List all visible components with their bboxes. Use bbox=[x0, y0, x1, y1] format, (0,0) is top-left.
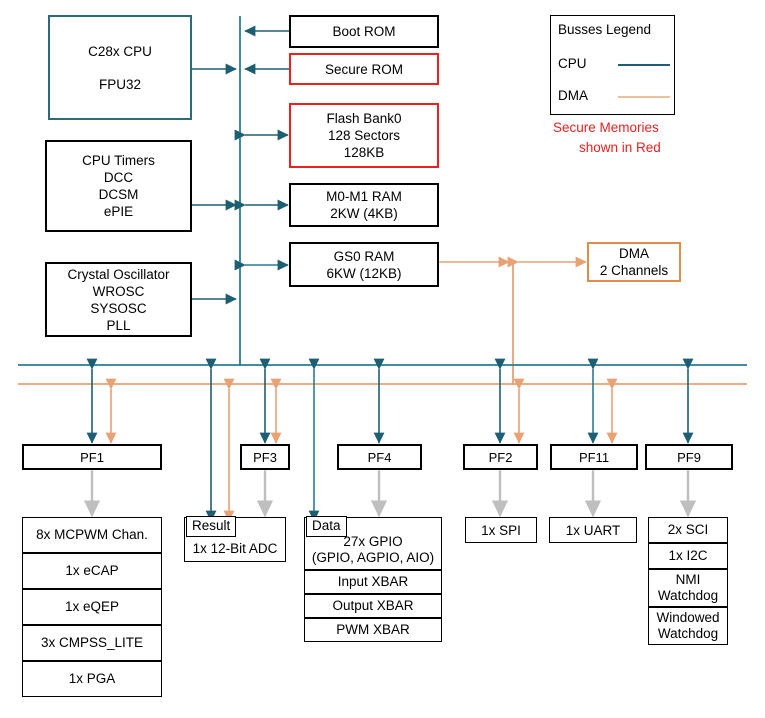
pga-row[interactable]: 1x PGA bbox=[22, 661, 162, 697]
pf9-label: PF9 bbox=[677, 449, 701, 465]
cmpss-lite-row[interactable]: 3x CMPSS_LITE bbox=[22, 625, 162, 661]
flash-size-label: 128KB bbox=[343, 145, 385, 160]
pf11-label: PF11 bbox=[578, 449, 610, 465]
eqep-row[interactable]: 1x eQEP bbox=[22, 589, 162, 625]
dcc-label: DCC bbox=[103, 170, 134, 185]
mcpwm-row[interactable]: 8x MCPWM Chan. bbox=[22, 517, 162, 553]
pwm-xbar-label: PWM XBAR bbox=[336, 622, 410, 637]
dma-block[interactable]: DMA 2 Channels bbox=[587, 242, 681, 282]
clock-block[interactable]: Crystal Oscillator WROSC SYSOSC PLL bbox=[45, 262, 192, 337]
sci-row[interactable]: 2x SCI bbox=[648, 517, 728, 543]
pf11-block[interactable]: PF11 bbox=[550, 444, 638, 470]
output-xbar-row[interactable]: Output XBAR bbox=[304, 594, 442, 618]
uart-block[interactable]: 1x UART bbox=[549, 517, 637, 543]
m0m1-ram-block[interactable]: M0-M1 RAM 2KW (4KB) bbox=[289, 183, 439, 227]
nmi-label: NMI bbox=[675, 572, 701, 587]
input-xbar-row[interactable]: Input XBAR bbox=[304, 570, 442, 594]
pf3-block[interactable]: PF3 bbox=[240, 444, 290, 470]
nmi-watchdog-row[interactable]: NMI Watchdog bbox=[648, 569, 728, 607]
secure-note-line-1: Secure Memories bbox=[553, 120, 659, 135]
windowed-watchdog-row[interactable]: Windowed Watchdog bbox=[648, 607, 728, 645]
pf2-label: PF2 bbox=[488, 449, 513, 465]
output-xbar-label: Output XBAR bbox=[332, 598, 414, 613]
input-xbar-label: Input XBAR bbox=[337, 574, 409, 589]
secure-note-line-2: shown in Red bbox=[579, 140, 661, 155]
pf2-block[interactable]: PF2 bbox=[463, 444, 538, 470]
legend-dma-label: DMA bbox=[558, 88, 588, 103]
gs0-ram-block[interactable]: GS0 RAM 6KW (12KB) bbox=[289, 242, 439, 287]
adc-label: 1x 12-Bit ADC bbox=[192, 541, 278, 556]
c28x-cpu-block[interactable]: C28x CPU FPU32 bbox=[48, 15, 192, 120]
m0m1-ram-size-label: 2KW (4KB) bbox=[330, 206, 398, 221]
pf3-label: PF3 bbox=[253, 449, 277, 465]
cpu-timers-block[interactable]: CPU Timers DCC DCSM ePIE bbox=[45, 140, 192, 232]
spi-block[interactable]: 1x SPI bbox=[465, 517, 537, 543]
gs0-ram-label: GS0 RAM bbox=[333, 248, 395, 264]
legend-dma-line bbox=[618, 96, 670, 98]
gpio-count-label: 27x GPIO bbox=[343, 534, 403, 549]
epie-label: ePIE bbox=[103, 204, 134, 219]
adc-result-tag: Result bbox=[186, 516, 237, 537]
c28x-cpu-label-1: C28x CPU bbox=[88, 43, 152, 59]
secure-rom-label: Secure ROM bbox=[324, 61, 404, 77]
windowed-label: Windowed bbox=[656, 610, 720, 625]
gs0-ram-size-label: 6KW (12KB) bbox=[326, 265, 402, 281]
boot-rom-label: Boot ROM bbox=[332, 24, 396, 39]
legend-cpu-line bbox=[618, 64, 670, 66]
flash-bank0-label: Flash Bank0 bbox=[326, 111, 402, 126]
pf9-block[interactable]: PF9 bbox=[645, 444, 733, 470]
pwm-xbar-row[interactable]: PWM XBAR bbox=[304, 618, 442, 642]
sysosc-label: SYSOSC bbox=[90, 300, 147, 316]
pga-label: 1x PGA bbox=[68, 671, 116, 686]
gpio-types-label: (GPIO, AGPIO, AIO) bbox=[311, 550, 435, 565]
uart-label: 1x UART bbox=[565, 522, 621, 538]
spi-label: 1x SPI bbox=[481, 522, 521, 538]
gpio-data-tag: Data bbox=[306, 516, 347, 537]
dma-label: DMA bbox=[619, 246, 649, 261]
pf1-block[interactable]: PF1 bbox=[22, 444, 162, 470]
crystal-oscillator-label: Crystal Oscillator bbox=[67, 266, 170, 282]
i2c-label: 1x I2C bbox=[668, 548, 708, 563]
legend-title: Busses Legend bbox=[558, 22, 652, 37]
ecap-label: 1x eCAP bbox=[65, 563, 119, 578]
windowed-watchdog-label: Watchdog bbox=[657, 626, 719, 641]
cpu-timers-label: CPU Timers bbox=[82, 153, 155, 168]
wrosc-label: WROSC bbox=[92, 283, 145, 299]
ecap-row[interactable]: 1x eCAP bbox=[22, 553, 162, 589]
c28x-cpu-label-2: FPU32 bbox=[98, 76, 142, 92]
pf1-label: PF1 bbox=[80, 449, 104, 465]
dcsm-label: DCSM bbox=[98, 187, 139, 202]
flash-bank0-block[interactable]: Flash Bank0 128 Sectors 128KB bbox=[289, 103, 439, 168]
mcpwm-label: 8x MCPWM Chan. bbox=[36, 527, 148, 542]
flash-sectors-label: 128 Sectors bbox=[327, 128, 401, 143]
nmi-watchdog-label: Watchdog bbox=[657, 588, 719, 603]
i2c-row[interactable]: 1x I2C bbox=[648, 543, 728, 569]
legend-cpu-label: CPU bbox=[558, 56, 587, 71]
pf4-block[interactable]: PF4 bbox=[337, 444, 422, 470]
cmpss-lite-label: 3x CMPSS_LITE bbox=[40, 635, 144, 650]
eqep-label: 1x eQEP bbox=[64, 599, 120, 614]
pll-label: PLL bbox=[106, 317, 131, 333]
sci-label: 2x SCI bbox=[667, 522, 709, 537]
pf4-label: PF4 bbox=[367, 449, 392, 465]
boot-rom-block[interactable]: Boot ROM bbox=[289, 15, 439, 48]
dma-channels-label: 2 Channels bbox=[599, 263, 669, 278]
m0m1-ram-label: M0-M1 RAM bbox=[326, 189, 402, 204]
secure-rom-block[interactable]: Secure ROM bbox=[289, 53, 439, 85]
